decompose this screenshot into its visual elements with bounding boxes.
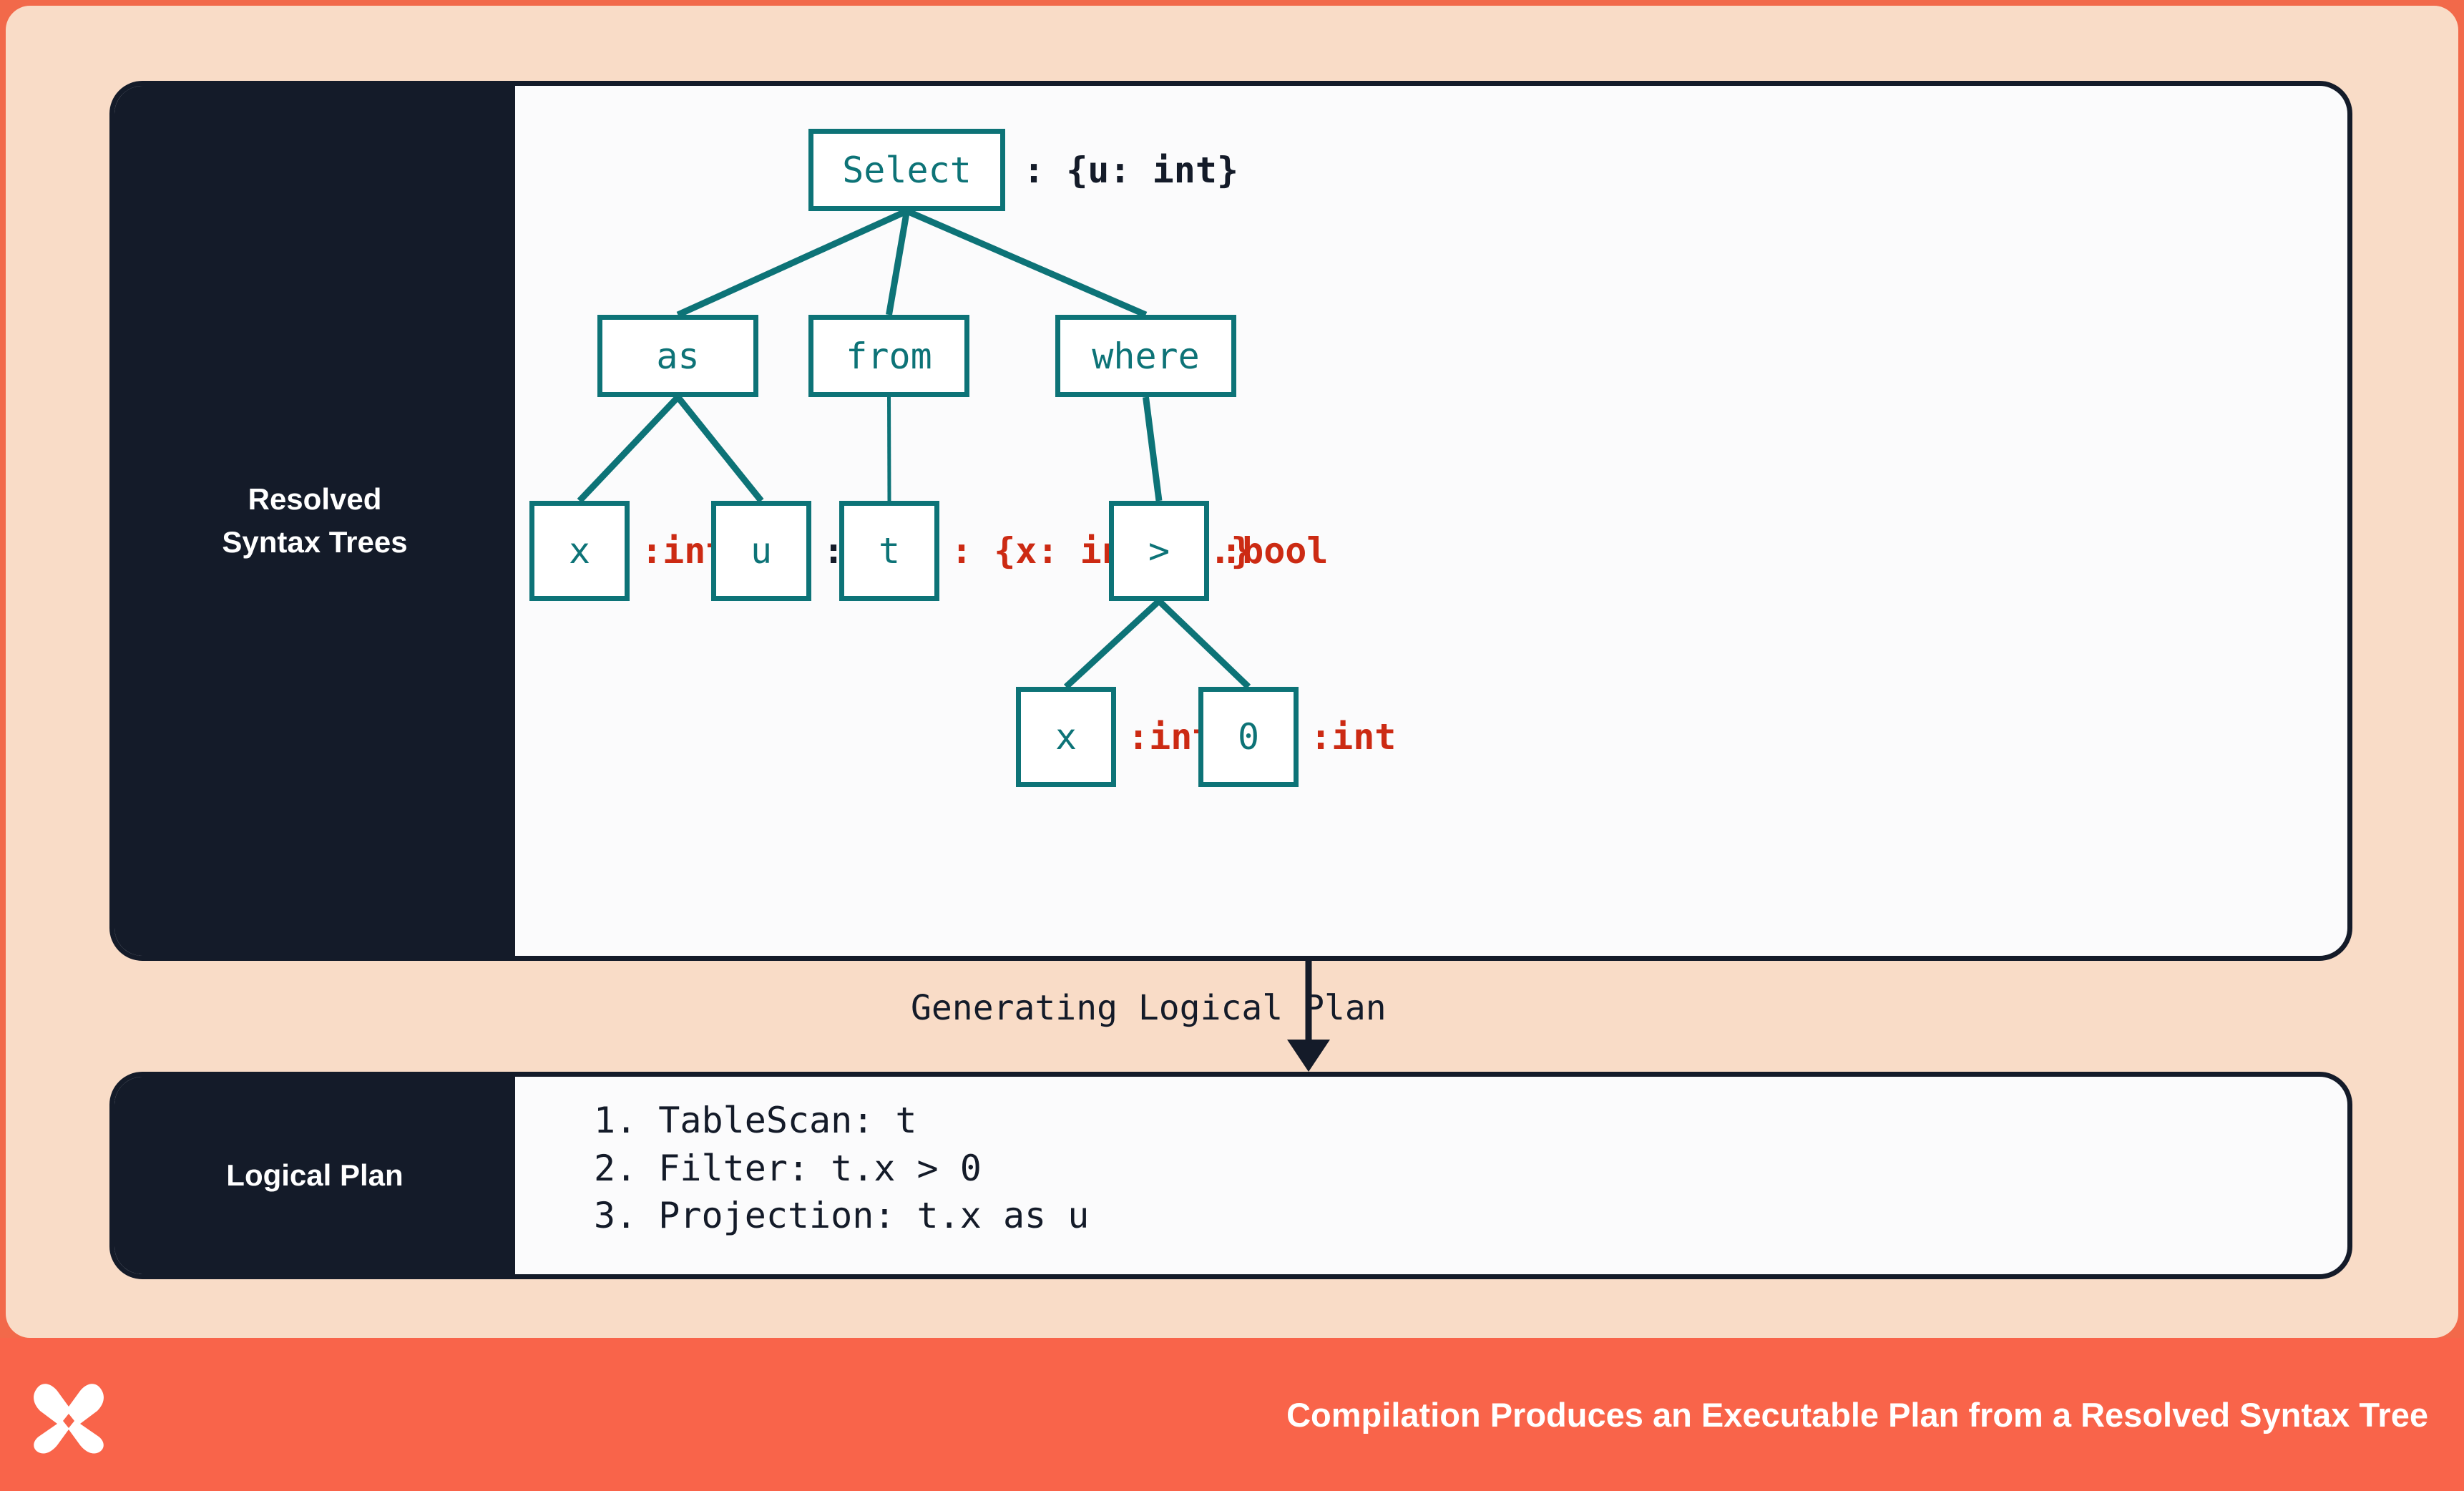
diagram-canvas: Resolved Syntax Trees Select : {u: int} as… [6,6,2458,1338]
tree-node-as-x[interactable]: x [529,501,630,601]
tree-node-label: where [1092,335,1200,377]
tree-edge-select-to-where [905,207,1148,318]
arrow-glyph [1287,961,1330,1072]
panel-body-logical-plan: 1. TableScan: t 2. Filter: t.x > 0 3. Proj… [515,1077,2347,1274]
tree-node-gt[interactable]: > [1109,501,1209,601]
tree-edge-select-to-as [676,207,909,318]
type-annotation-gt-0: :int [1310,716,1397,758]
syntax-tree: Select: {u: int}asfromwherex:intu:intt: … [515,86,2347,956]
type-annotation-select: : {u: int} [1023,149,1239,191]
tree-node-from[interactable]: from [808,315,969,397]
tree-edge-gt-to-gt-x [1063,598,1162,690]
tree-edges [577,207,1251,690]
panel-label-logical-plan: Logical Plan [114,1077,515,1274]
tree-node-where[interactable]: where [1055,315,1236,397]
tree-node-label: > [1148,530,1170,572]
tree-node-label: t [878,530,901,572]
footer-bar: Compilation Produces an Executable Plan … [0,1338,2464,1491]
tree-node-from-t[interactable]: t [839,501,939,601]
panel-label-line-1: Resolved [248,482,382,517]
logical-plan-step: 3. Projection: t.x as u [594,1195,1090,1236]
logical-plan-steps: 1. TableScan: t 2. Filter: t.x > 0 3. Proj… [594,1097,1089,1240]
logical-plan-step: 1. TableScan: t [594,1100,917,1141]
butterfly-x-logo-icon [34,1384,104,1454]
tree-edge-from-to-from-t [887,396,891,502]
tree-edge-as-to-as-x [577,394,680,504]
arrow-label: Generating Logical Plan [911,988,1387,1028]
panel-body-resolved-syntax-trees: Select: {u: int}asfromwherex:intu:intt: … [515,86,2347,956]
footer-caption: Compilation Produces an Executable Plan … [1286,1395,2428,1434]
tree-node-label: u [750,530,773,572]
tree-node-label: x [1055,716,1077,758]
tree-node-label: from [846,335,932,377]
tree-node-select[interactable]: Select [808,129,1005,211]
tree-edge-select-to-from [886,210,910,316]
tree-node-as-u[interactable]: u [711,501,811,601]
tree-node-label: x [568,530,591,572]
tree-node-label: as [656,335,700,377]
generating-logical-plan-arrow: Generating Logical Plan [109,961,2352,1072]
tree-edge-where-to-gt [1143,396,1163,502]
panel-label-line-2: Syntax Trees [222,525,408,559]
tree-node-as[interactable]: as [597,315,758,397]
panel-label-resolved-syntax-trees: Resolved Syntax Trees [114,86,515,956]
panel-logical-plan: Logical Plan 1. TableScan: t 2. Filter: t… [109,1072,2352,1279]
tree-node-label: 0 [1237,716,1260,758]
panel-resolved-syntax-trees: Resolved Syntax Trees Select : {u: int} as… [109,81,2352,961]
type-annotation-gt: :bool [1221,530,1329,572]
logical-plan-step: 2. Filter: t.x > 0 [594,1147,982,1189]
tree-node-gt-0[interactable]: 0 [1198,687,1299,787]
tree-node-gt-x[interactable]: x [1016,687,1116,787]
tree-edge-as-to-as-u [675,395,764,503]
tree-node-label: Select [842,149,972,191]
tree-edge-gt-to-gt-0 [1156,598,1251,690]
